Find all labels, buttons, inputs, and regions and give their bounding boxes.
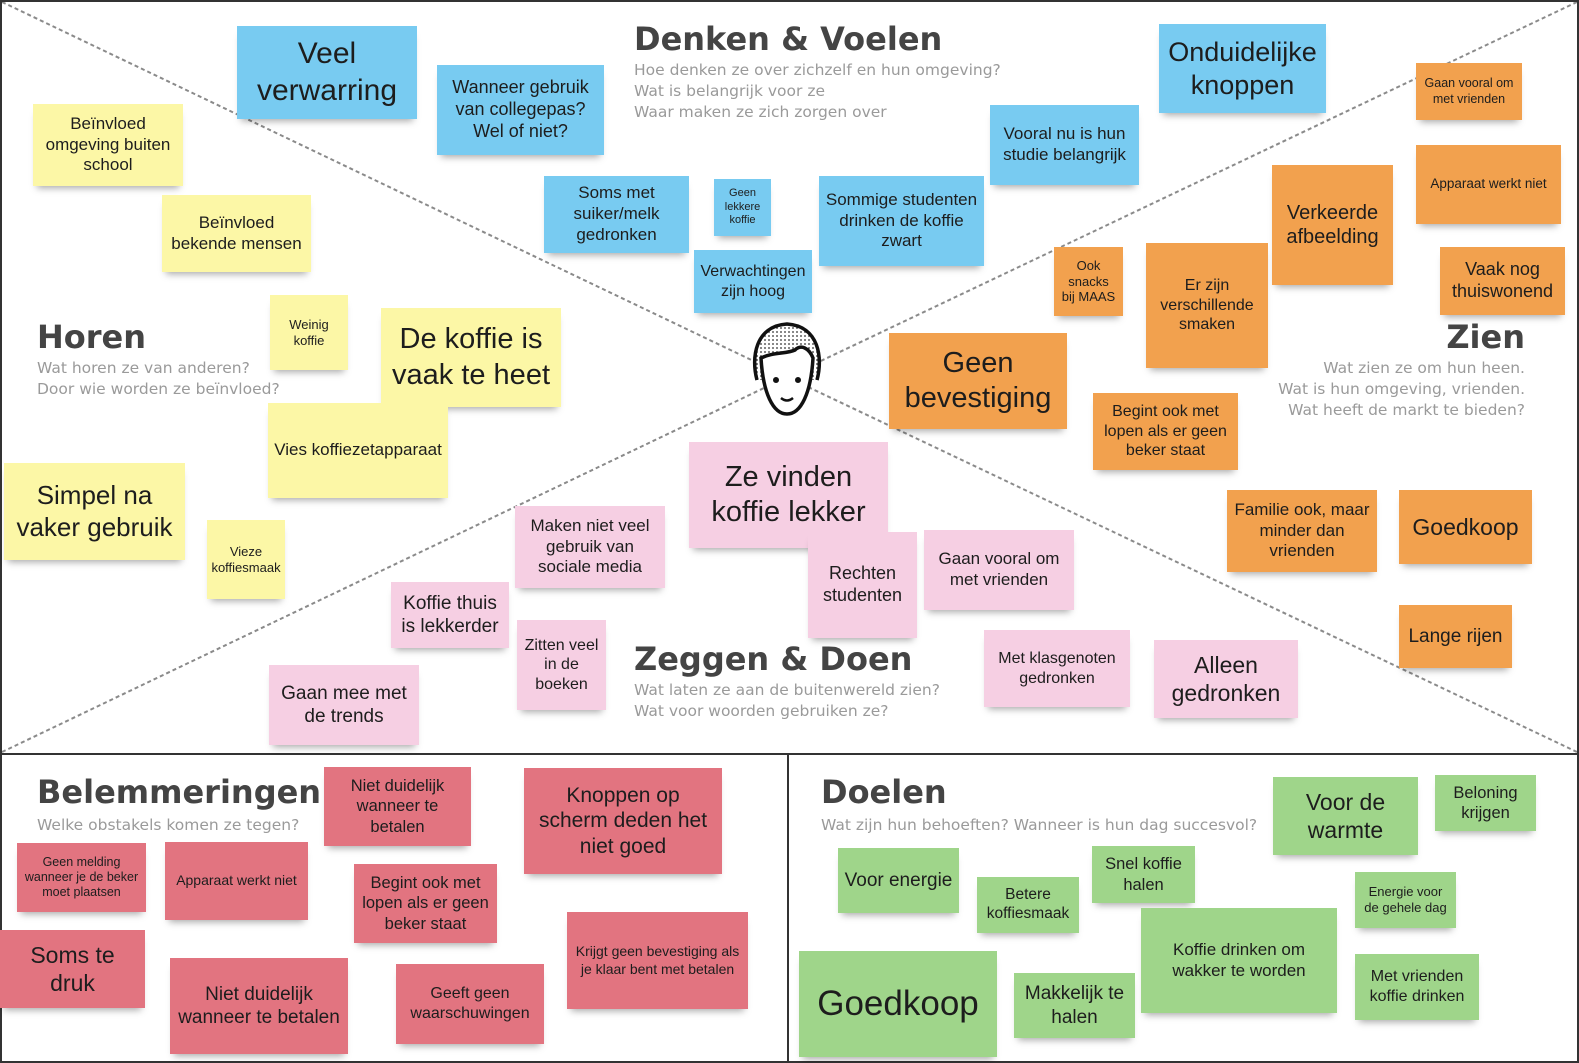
section-title-horen: Horen (37, 318, 147, 356)
sticky-note-green[interactable]: Energie voor de gehele dag (1355, 872, 1456, 928)
section-subtitle-horen: Wat horen ze van anderen? Door wie worde… (37, 359, 280, 398)
sticky-note-orange[interactable]: Er zijn verschillende smaken (1146, 243, 1268, 368)
doelen-frame (787, 753, 1579, 1063)
sticky-note-orange[interactable]: Goedkoop (1399, 490, 1532, 564)
sticky-note-blue[interactable]: Onduidelijke knoppen (1159, 24, 1326, 113)
sticky-note-pink[interactable]: Maken niet veel gebruik van sociale medi… (515, 506, 665, 588)
sticky-note-pink[interactable]: Zitten veel in de boeken (517, 620, 606, 710)
sticky-note-blue[interactable]: Vooral nu is hun studie belangrijk (990, 105, 1139, 185)
sticky-note-yellow[interactable]: Beïnvloed bekende mensen (162, 195, 311, 272)
section-subtitle-denken-voelen: Hoe denken ze over zichzelf en hun omgev… (634, 61, 1001, 121)
sticky-note-orange[interactable]: Begint ook met lopen als er geen beker s… (1093, 393, 1238, 470)
sticky-note-blue[interactable]: Verwachtingen zijn hoog (694, 250, 812, 313)
diagonal-line-top-left (1, 1, 788, 378)
sticky-note-red[interactable]: Knoppen op scherm deden het niet goed (524, 768, 722, 874)
sticky-note-blue[interactable]: Sommige studenten drinken de koffie zwar… (819, 176, 984, 266)
sticky-note-yellow[interactable]: Vies koffiezetapparaat (268, 403, 448, 498)
sticky-note-pink[interactable]: Alleen gedronken (1154, 640, 1298, 718)
section-title-belemmeringen: Belemmeringen (37, 773, 322, 811)
sticky-note-pink[interactable]: Met klasgenoten gedronken (984, 630, 1130, 707)
section-subtitle-belemmeringen: Welke obstakels komen ze tegen? (37, 816, 300, 834)
sticky-note-orange[interactable]: Familie ook, maar minder dan vrienden (1227, 490, 1377, 572)
sticky-note-green[interactable]: Goedkoop (799, 951, 997, 1057)
sticky-note-green[interactable]: Beloning krijgen (1435, 775, 1536, 831)
sticky-note-orange[interactable]: Gaan vooral om met vrienden (1416, 63, 1522, 120)
sticky-note-blue[interactable]: Wanneer gebruik van collegepas? Wel of n… (437, 65, 604, 155)
sticky-note-green[interactable]: Koffie drinken om wakker te worden (1141, 908, 1337, 1013)
diagonal-line-bottom-left (1, 376, 788, 753)
sticky-note-orange[interactable]: Apparaat werkt niet (1416, 145, 1561, 224)
section-title-zien: Zien (1446, 318, 1525, 356)
sticky-note-orange[interactable]: Verkeerde afbeelding (1272, 165, 1393, 285)
sticky-note-green[interactable]: Voor de warmte (1273, 777, 1418, 855)
sticky-note-red[interactable]: Niet duidelijk wanneer te betalen (324, 767, 471, 846)
sticky-note-orange[interactable]: Vaak nog thuiswonend (1440, 247, 1565, 315)
sticky-note-green[interactable]: Voor energie (838, 848, 959, 913)
sticky-note-pink[interactable]: Gaan vooral om met vrienden (924, 530, 1074, 610)
sticky-note-yellow[interactable]: De koffie is vaak te heet (381, 308, 561, 407)
sticky-note-pink[interactable]: Koffie thuis is lekkerder (391, 582, 509, 648)
section-subtitle-doelen: Wat zijn hun behoeften? Wanneer is hun d… (821, 816, 1258, 834)
sticky-note-yellow[interactable]: Beïnvloed omgeving buiten school (33, 104, 183, 186)
section-title-doelen: Doelen (821, 773, 947, 811)
sticky-note-orange[interactable]: Lange rijen (1399, 605, 1512, 668)
sticky-note-green[interactable]: Met vrienden koffie drinken (1355, 954, 1479, 1020)
section-title-zeggen-doen: Zeggen & Doen (634, 640, 913, 678)
section-title-denken-voelen: Denken & Voelen (634, 20, 943, 58)
sticky-note-yellow[interactable]: Simpel na vaker gebruik (4, 463, 185, 560)
sticky-note-red[interactable]: Geeft geen waarschuwingen (396, 964, 544, 1044)
diagonal-line-top-right (786, 1, 1578, 378)
sticky-note-red[interactable]: Niet duidelijk wanneer te betalen (170, 958, 348, 1054)
sticky-note-red[interactable]: Geen melding wanneer je de beker moet pl… (17, 843, 146, 912)
sticky-note-red[interactable]: Apparaat werkt niet (165, 842, 308, 920)
person-face-icon (752, 322, 822, 416)
section-subtitle-zien: Wat zien ze om hun heen. Wat is hun omge… (1278, 359, 1525, 419)
sticky-note-pink[interactable]: Ze vinden koffie lekker (689, 442, 888, 548)
sticky-note-green[interactable]: Snel koffie halen (1092, 846, 1195, 903)
sticky-note-red[interactable]: Begint ook met lopen als er geen beker s… (354, 864, 497, 943)
sticky-note-blue[interactable]: Soms met suiker/melk gedronken (544, 176, 689, 253)
sticky-note-pink[interactable]: Rechten studenten (808, 532, 917, 638)
sticky-note-pink[interactable]: Gaan mee met de trends (269, 665, 419, 745)
sticky-note-red[interactable]: Krijgt geen bevestiging als je klaar ben… (567, 912, 748, 1009)
sticky-note-orange[interactable]: Ook snacks bij MAAS (1054, 247, 1123, 316)
sticky-note-green[interactable]: Betere koffiesmaak (977, 877, 1079, 933)
diagonal-line-bottom-right (786, 376, 1578, 753)
section-subtitle-zeggen-doen: Wat laten ze aan de buitenwereld zien? W… (634, 681, 940, 720)
sticky-note-green[interactable]: Makkelijk te halen (1014, 973, 1135, 1038)
sticky-note-blue[interactable]: Veel verwarring (237, 26, 417, 119)
sticky-note-orange[interactable]: Geen bevestiging (889, 333, 1067, 429)
sticky-note-blue[interactable]: Geen lekkere koffie (714, 179, 771, 236)
sticky-note-yellow[interactable]: Vieze koffiesmaak (207, 520, 285, 599)
sticky-note-red[interactable]: Soms te druk (0, 930, 145, 1008)
sticky-note-yellow[interactable]: Weinig koffie (270, 295, 348, 370)
